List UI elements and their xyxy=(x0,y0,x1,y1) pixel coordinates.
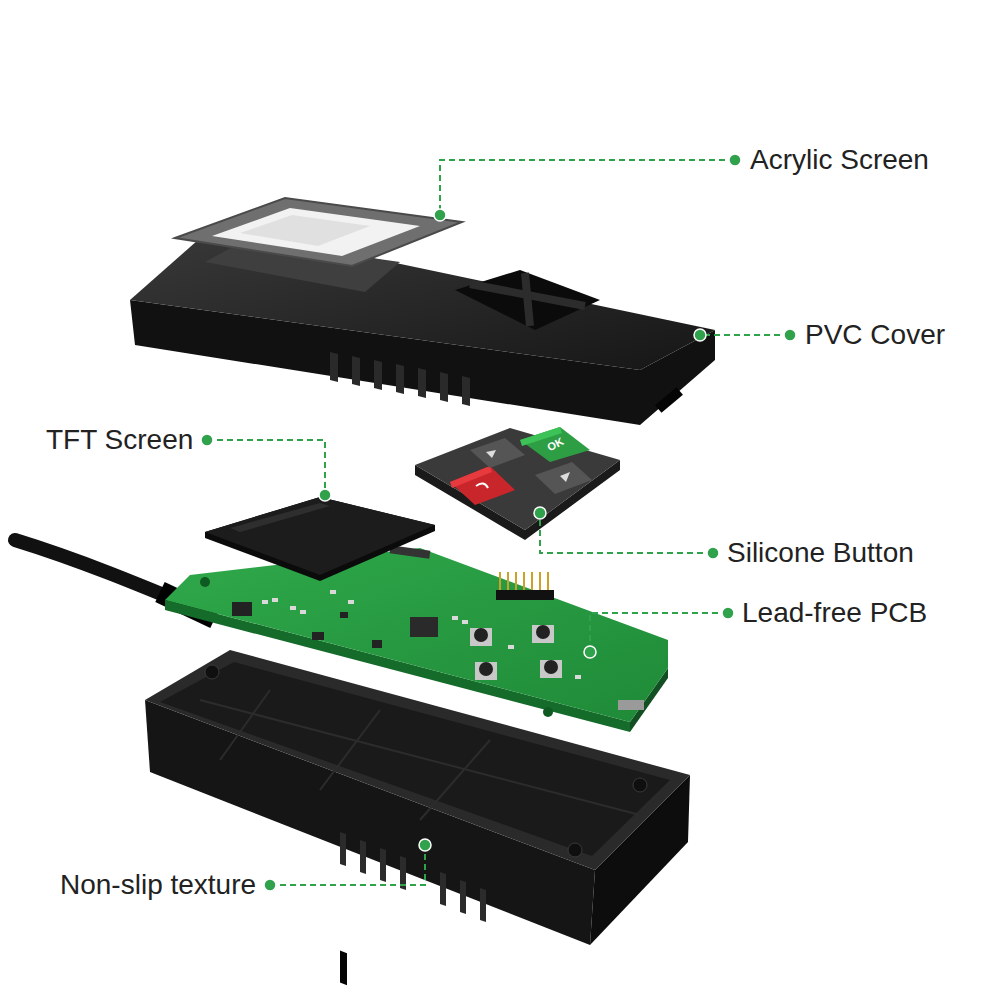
pvc-cover xyxy=(130,225,715,425)
tft-screen xyxy=(205,497,435,581)
part-label: Acrylic Screen xyxy=(750,143,929,177)
part-label: TFT Screen xyxy=(46,423,193,457)
leader-dots xyxy=(201,154,796,891)
part-label: Lead-free PCB xyxy=(742,596,927,630)
part-label: Silicone Button xyxy=(727,536,914,570)
acrylic-screen xyxy=(175,198,462,266)
button-pad xyxy=(415,427,620,540)
tactile-switches xyxy=(470,625,562,680)
leader-lines xyxy=(207,160,790,885)
usb-port xyxy=(618,700,644,710)
part-label: Non-slip texture xyxy=(60,868,256,902)
pcb-board xyxy=(165,545,668,732)
header-pins xyxy=(496,572,554,600)
part-label: PVC Cover xyxy=(805,318,945,352)
